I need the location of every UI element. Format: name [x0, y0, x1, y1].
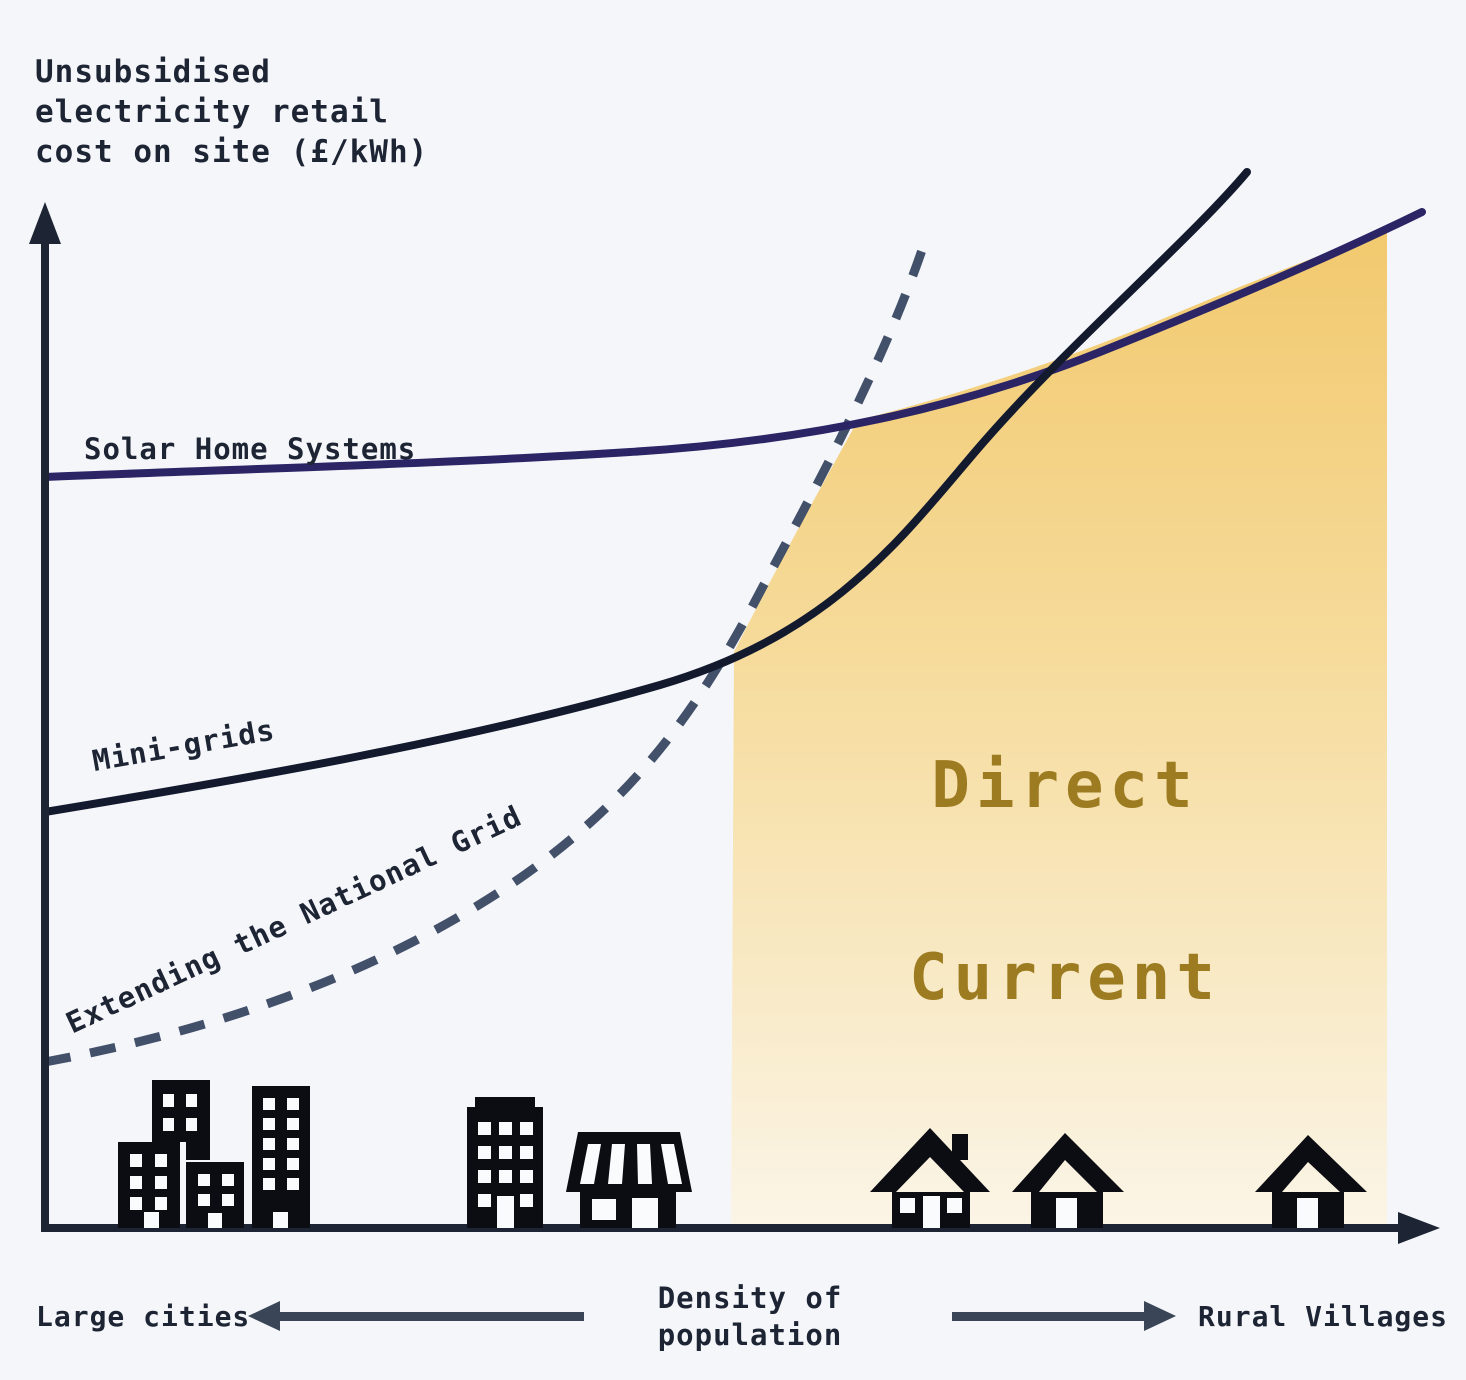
y-axis: [29, 202, 61, 1232]
national-grid-curve: [44, 248, 927, 1067]
city-buildings-icon: [118, 1080, 310, 1228]
direct-current-line2: Current: [909, 941, 1221, 1015]
house-icon: [1255, 1135, 1367, 1228]
x-axis-title: Density of population: [657, 1281, 843, 1352]
y-axis-title: Unsubsidised electricity retail cost on …: [35, 54, 429, 170]
direct-current-line1: Direct: [931, 749, 1199, 823]
house-icon: [1012, 1133, 1124, 1228]
rural-villages-arrow: [952, 1301, 1176, 1331]
shop-icon: [566, 1132, 692, 1228]
house-with-chimney-icon: [870, 1128, 990, 1228]
solar-home-systems-label: Solar Home Systems: [84, 432, 417, 466]
x-axis: [41, 1212, 1440, 1244]
x-axis-left-label: Large cities: [36, 1300, 251, 1333]
apartment-building-icon: [467, 1097, 543, 1228]
x-axis-right-label: Rural Villages: [1198, 1300, 1449, 1333]
direct-current-region: [731, 231, 1387, 1226]
mini-grids-curve: [41, 168, 1251, 816]
solar-home-systems-curve: [41, 208, 1426, 481]
large-cities-arrow: [248, 1301, 584, 1331]
direct-current-label: Direct Current: [880, 642, 1250, 1122]
